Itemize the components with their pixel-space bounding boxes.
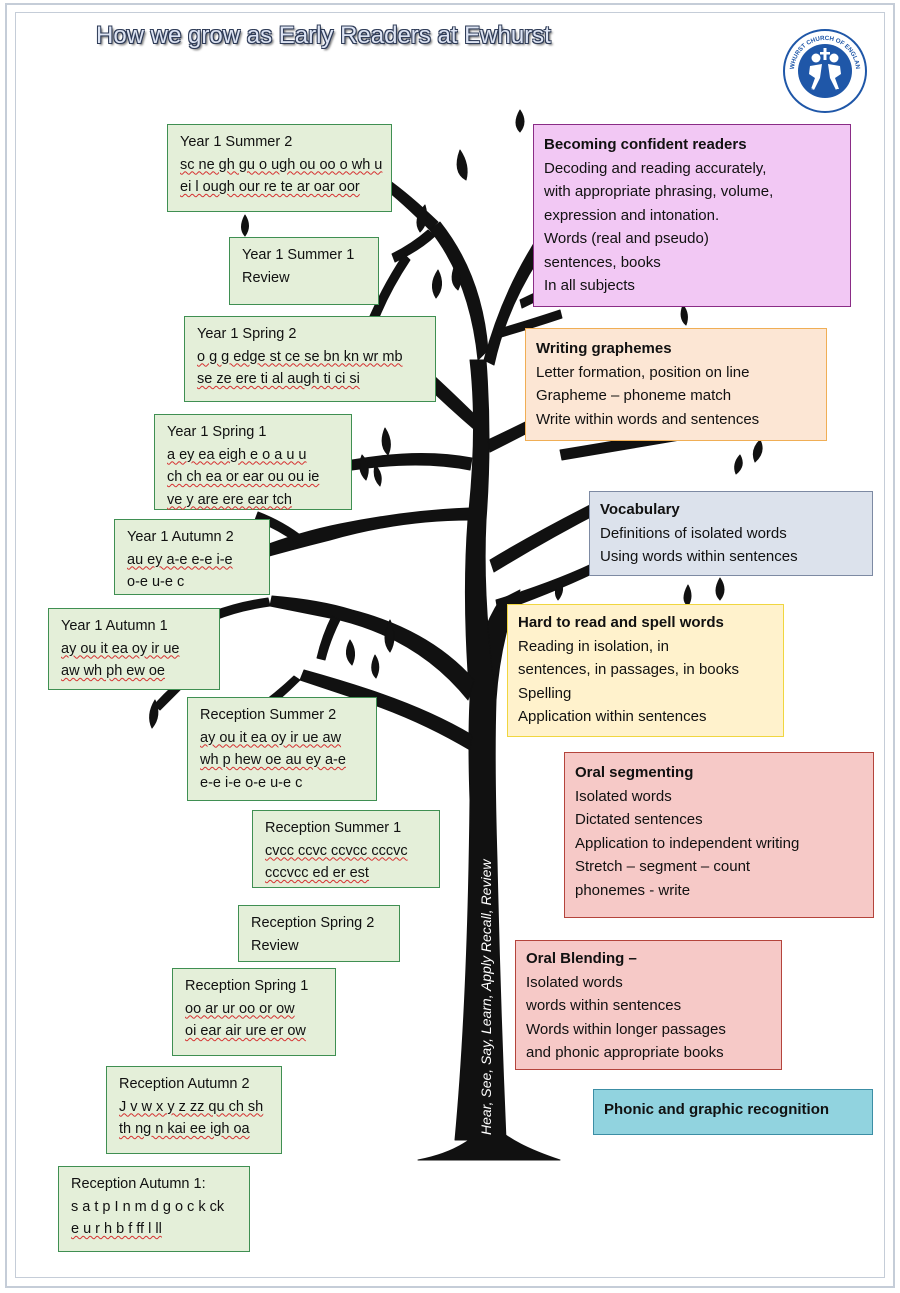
box-line: sentences, in passages, in books [518, 661, 739, 678]
confident-readers-box: Becoming confident readers Decoding and … [533, 124, 851, 307]
grapheme-line: ei l ough our re te ar oar oor [180, 179, 360, 195]
box-title: Reception Summer 2 [200, 707, 337, 723]
box-title: Year 1 Summer 1 [242, 247, 355, 263]
box-heading: Oral Blending – [526, 950, 637, 967]
grapheme-line: o-e u-e c [127, 574, 185, 590]
reception-summer1-box: Reception Summer 1 cvcc ccvc ccvcc cccvc… [252, 810, 440, 888]
box-line: Words (real and pseudo) [544, 230, 709, 247]
page-border-outer [5, 3, 895, 1288]
box-heading: Hard to read and spell words [518, 614, 724, 631]
box-line: Spelling [518, 684, 572, 702]
grapheme-line: o g g edge st ce se bn kn wr mb [197, 348, 403, 365]
box-title: Year 1 Autumn 2 [127, 529, 234, 545]
year1-autumn2-box: Year 1 Autumn 2 au ey a-e e-e i-e o-e u-… [114, 519, 270, 595]
box-heading: Becoming confident readers [544, 136, 747, 153]
trunk-caption: Hear, See, Say, Learn, Apply Recall, Rev… [478, 859, 494, 1135]
grapheme-line: a ey ea eigh e o a u u [167, 446, 307, 463]
grapheme-line: J v w x y z zz qu ch sh [119, 1098, 264, 1115]
box-line: Grapheme – phoneme match [536, 387, 732, 404]
school-logo: EWHURST CHURCH OF ENGLAND INFANT SCHOOL [782, 28, 867, 113]
year1-spring2-box: Year 1 Spring 2 o g g edge st ce se bn k… [184, 316, 436, 402]
grapheme-line: s a t p I n m d g o c k ck [71, 1198, 225, 1215]
box-line: Application to independent writing [575, 834, 800, 852]
grapheme-line: wh p hew oe au ey a-e [200, 752, 346, 768]
box-line: sentences, books [544, 253, 661, 271]
box-line: Reading in isolation, in [518, 637, 669, 655]
box-heading: Vocabulary [600, 501, 680, 518]
box-heading: Phonic and graphic recognition [604, 1101, 830, 1118]
grapheme-line: aw wh ph ew oe [61, 663, 165, 679]
box-line: Decoding and reading accurately, [544, 159, 767, 177]
reception-spring2-box: Reception Spring 2 Review [238, 905, 400, 962]
year1-autumn1-box: Year 1 Autumn 1 ay ou it ea oy ir ue aw … [48, 608, 220, 690]
page-border-inner [15, 12, 885, 1278]
box-line: Application within sentences [518, 708, 707, 725]
grapheme-line: e-e i-e o-e u-e c [200, 774, 303, 791]
box-line: phonemes - write [575, 881, 691, 899]
box-line: and phonic appropriate books [526, 1044, 724, 1061]
box-heading: Oral segmenting [575, 764, 694, 781]
grapheme-line: oi ear air ure er ow [185, 1023, 306, 1039]
box-title: Year 1 Spring 1 [167, 424, 267, 440]
grapheme-line: ch ch ea or ear ou ou ie [167, 469, 320, 485]
box-heading: Writing graphemes [536, 340, 672, 357]
box-title: Reception Autumn 2 [119, 1076, 250, 1092]
grapheme-line: th ng n kai ee igh oa [119, 1121, 250, 1137]
grapheme-line: Review [242, 269, 290, 286]
page-title: How we grow as Early Readers at Ewhurst [96, 22, 551, 49]
reception-summer2-box: Reception Summer 2 ay ou it ea oy ir ue … [187, 697, 377, 801]
box-title: Reception Summer 1 [265, 820, 402, 836]
grapheme-line: e u r h b f ff l ll [71, 1221, 162, 1237]
phonic-recognition-box: Phonic and graphic recognition [593, 1089, 873, 1135]
box-title: Year 1 Spring 2 [197, 326, 297, 342]
box-title: Reception Spring 2 [251, 915, 375, 931]
grapheme-line: sc ne gh gu o ugh ou oo o wh u [180, 156, 383, 173]
grapheme-line: au ey a-e e-e i-e [127, 551, 233, 568]
box-line: with appropriate phrasing, volume, [544, 183, 774, 200]
grapheme-line: cvcc ccvc ccvcc cccvc [265, 842, 408, 859]
year1-summer2-box: Year 1 Summer 2 sc ne gh gu o ugh ou oo … [167, 124, 392, 212]
grapheme-line: se ze ere ti al augh ti ci si [197, 371, 360, 387]
box-title: Year 1 Summer 2 [180, 134, 293, 150]
box-line: Write within words and sentences [536, 410, 760, 428]
grapheme-line: oo ar ur oo or ow [185, 1000, 295, 1017]
box-line: words within sentences [526, 997, 682, 1014]
box-line: Stretch – segment – count [575, 858, 751, 875]
box-line: expression and intonation. [544, 206, 720, 224]
box-line: Isolated words [575, 787, 672, 805]
writing-graphemes-box: Writing graphemes Letter formation, posi… [525, 328, 827, 441]
vocabulary-box: Vocabulary Definitions of isolated words… [589, 491, 873, 576]
box-line: Letter formation, position on line [536, 363, 750, 381]
grapheme-line: ay ou it ea oy ir ue [61, 640, 180, 657]
grapheme-line: cccvcc ed er est [265, 865, 369, 881]
year1-summer1-box: Year 1 Summer 1 Review [229, 237, 379, 305]
box-line: Definitions of isolated words [600, 524, 787, 542]
box-title: Reception Spring 1 [185, 978, 309, 994]
grapheme-line: Review [251, 937, 299, 954]
box-line: Dictated sentences [575, 811, 703, 828]
box-line: Isolated words [526, 973, 623, 991]
reception-spring1-box: Reception Spring 1 oo ar ur oo or ow oi … [172, 968, 336, 1056]
box-line: Using words within sentences [600, 548, 798, 565]
oral-segmenting-box: Oral segmenting Isolated words Dictated … [564, 752, 874, 918]
box-line: In all subjects [544, 277, 635, 294]
grapheme-line: ay ou it ea oy ir ue aw [200, 729, 342, 746]
hard-words-box: Hard to read and spell words Reading in … [507, 604, 784, 737]
box-title: Year 1 Autumn 1 [61, 618, 168, 634]
grapheme-line: ve y are ere ear tch [167, 491, 292, 508]
box-title: Reception Autumn 1: [71, 1176, 206, 1192]
reception-autumn2-box: Reception Autumn 2 J v w x y z zz qu ch … [106, 1066, 282, 1154]
year1-spring1-box: Year 1 Spring 1 a ey ea eigh e o a u u c… [154, 414, 352, 510]
box-line: Words within longer passages [526, 1020, 726, 1038]
reception-autumn1-box: Reception Autumn 1: s a t p I n m d g o … [58, 1166, 250, 1252]
oral-blending-box: Oral Blending – Isolated words words wit… [515, 940, 782, 1070]
